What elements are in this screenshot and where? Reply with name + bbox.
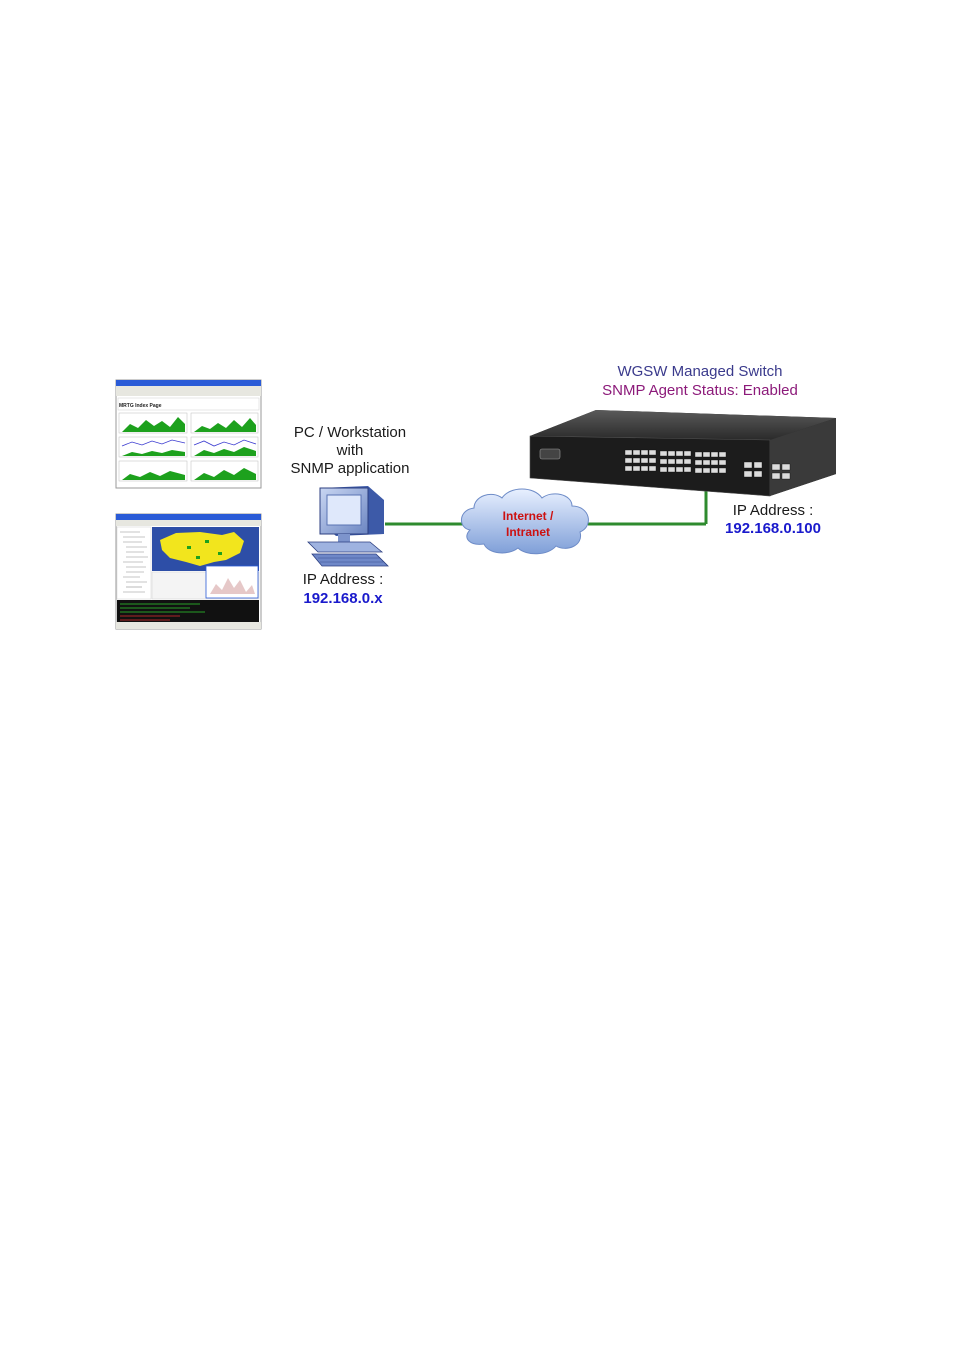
cloud-label-line2: Intranet [506, 525, 550, 539]
mrtg-heading: MRTG Index Page [119, 403, 162, 409]
pc-ip-address: 192.168.0.x [303, 590, 383, 607]
snmp-agent-status: SNMP Agent Status: Enabled [602, 382, 798, 399]
managed-switch-icon [529, 410, 836, 497]
switch-ip-address: 192.168.0.100 [725, 520, 821, 537]
cloud-icon [461, 488, 589, 555]
mrtg-screenshot [115, 379, 262, 489]
pc-ip-label: IP Address : [302, 571, 384, 588]
nms-screenshot [115, 513, 262, 630]
cloud-label-line1: Internet / [503, 509, 554, 523]
switch-ip-label: IP Address : [732, 502, 814, 519]
pc-label-line3: SNMP application [290, 460, 410, 477]
pc-label-line2: with [336, 442, 364, 459]
switch-title: WGSW Managed Switch [617, 363, 783, 380]
pc-label-line1: PC / Workstation [293, 424, 407, 441]
workstation-icon [307, 486, 389, 567]
